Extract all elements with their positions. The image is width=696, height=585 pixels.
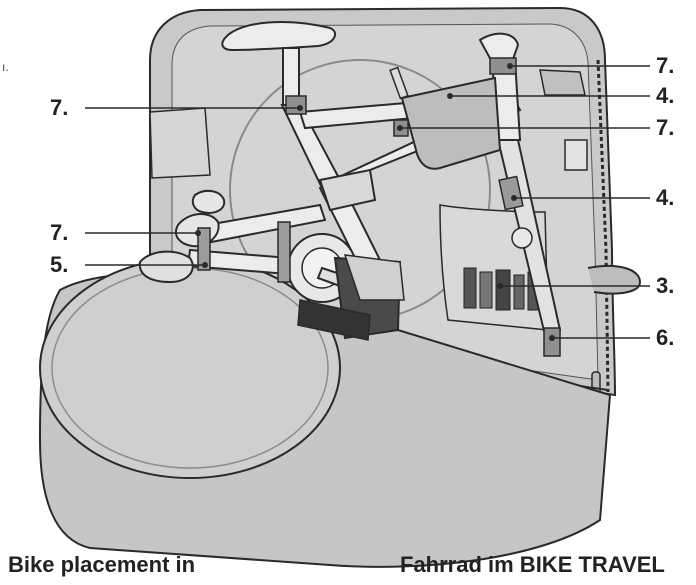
bike-rear-derailleur bbox=[138, 250, 194, 284]
caption-left: Bike placement in bbox=[8, 552, 196, 577]
bike-rear-shock bbox=[318, 168, 377, 212]
left-wall-pocket bbox=[149, 107, 211, 179]
leader-lines bbox=[85, 65, 650, 339]
bike-saddle bbox=[221, 21, 337, 52]
frame-protector-bag bbox=[400, 76, 502, 170]
callout-left-top: 7. bbox=[50, 95, 69, 120]
callout-left-low: 5. bbox=[50, 252, 69, 277]
callout-right-1: 7. bbox=[656, 53, 675, 78]
chainring-guard-box-top bbox=[343, 254, 405, 301]
dropout-spacer bbox=[297, 299, 371, 341]
callout-left-mid: 7. bbox=[50, 220, 69, 245]
strap-chainstay bbox=[277, 221, 291, 283]
caption-right: Fahrrad im BIKE TRAVEL bbox=[400, 552, 665, 577]
bike-pedal bbox=[191, 189, 226, 214]
front-brake-rotor bbox=[511, 227, 533, 249]
strap-seatpost bbox=[285, 95, 307, 115]
corner-mark: ı. bbox=[2, 60, 9, 74]
bag-label-patch bbox=[564, 139, 588, 171]
bag-zipper bbox=[596, 59, 610, 393]
bag-handle-right bbox=[587, 264, 642, 295]
callout-right-4: 4. bbox=[656, 185, 675, 210]
callout-right-3: 7. bbox=[656, 115, 675, 140]
tool-pouch bbox=[463, 267, 541, 311]
callout-right-6: 6. bbox=[656, 325, 675, 350]
lid-wheel-pad bbox=[39, 257, 341, 479]
strap-rear bbox=[197, 227, 211, 271]
fork-padding bbox=[498, 175, 524, 211]
leader-dots bbox=[195, 63, 555, 341]
strap-fork-bottom bbox=[543, 327, 561, 357]
callout-right-2: 4. bbox=[656, 83, 675, 108]
bag-top-strap bbox=[539, 69, 586, 96]
callout-right-5: 3. bbox=[656, 273, 675, 298]
